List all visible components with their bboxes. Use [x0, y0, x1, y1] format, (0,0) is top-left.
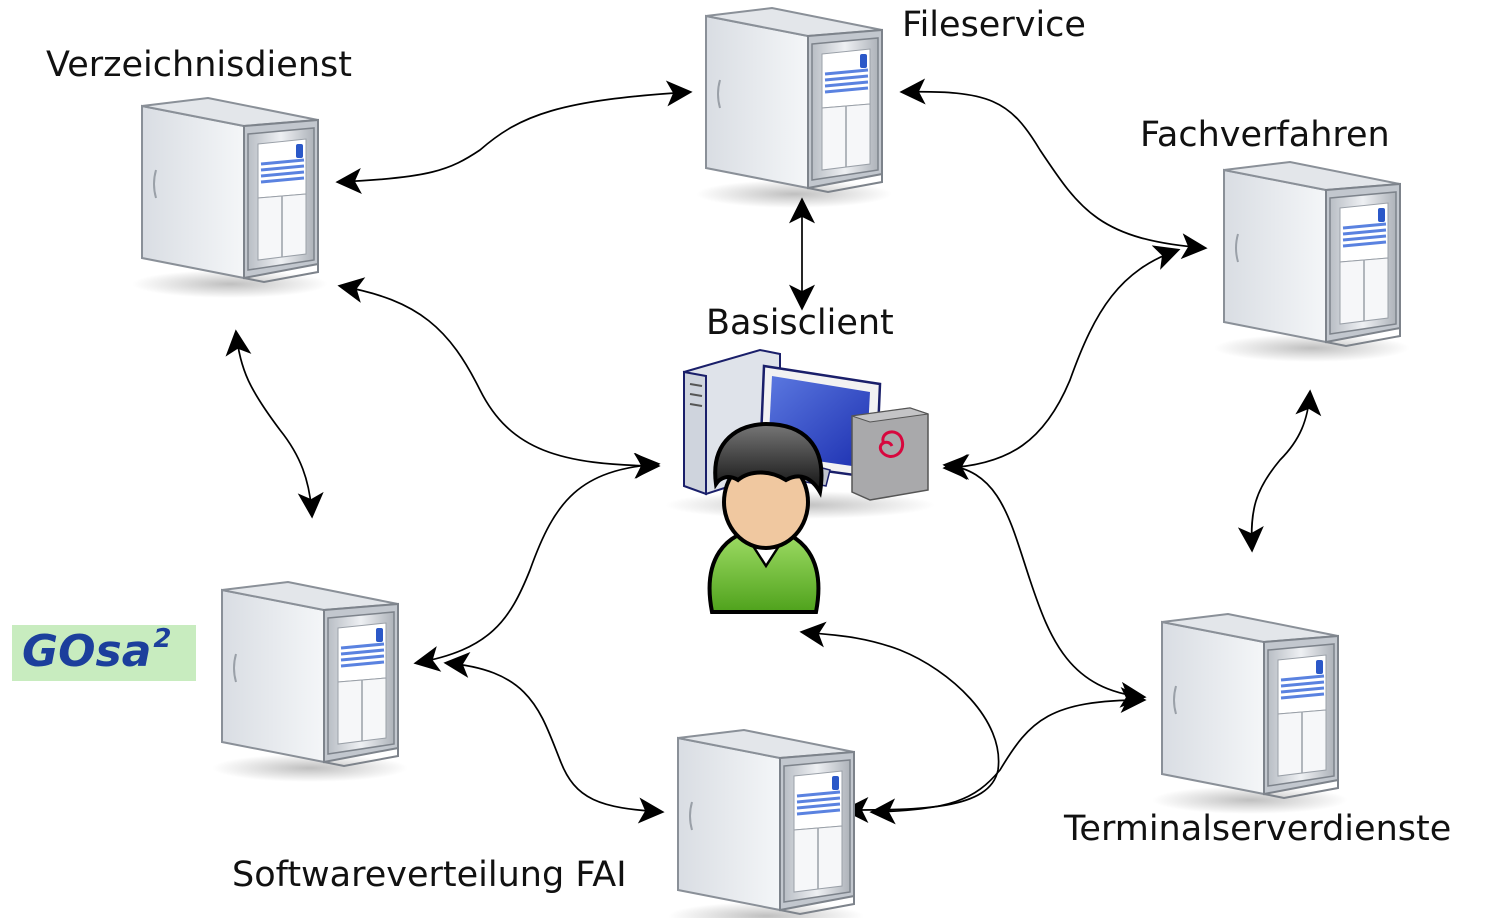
edge-gosa-basisclient — [413, 452, 661, 672]
server-verzeichnisdienst — [130, 96, 330, 300]
edge-verzeichnisdienst-fileservice — [335, 80, 693, 194]
gosa-logo-text: GOsa — [22, 626, 152, 677]
edge-verzeichnisdienst-basisclient — [337, 277, 661, 479]
gosa-logo: GOsa2 — [22, 626, 172, 674]
label-verzeichnisdienst: Verzeichnisdienst — [46, 45, 352, 85]
gosa-logo-background — [12, 625, 196, 681]
gosa-logo-superscript: 2 — [153, 624, 172, 654]
label-terminalserverdienste: Terminalserverdienste — [1064, 809, 1452, 849]
edge-basisclient-terminal — [942, 454, 1147, 708]
connections — [225, 78, 1322, 825]
edge-fileservice-fachverfahren — [899, 78, 1208, 260]
label-fileservice: Fileservice — [902, 5, 1086, 45]
edge-fachverfahren-terminal — [1237, 389, 1322, 553]
server-terminalserverdienste — [1150, 612, 1350, 816]
edge-verzeichnisdienst-gosa — [225, 329, 324, 519]
server-gosa — [210, 580, 410, 784]
edge-software-terminal — [869, 687, 1147, 825]
label-softwareverteilung: Softwareverteilung FAI — [232, 855, 627, 895]
user-workstation-icon — [665, 348, 935, 614]
label-fachverfahren: Fachverfahren — [1140, 115, 1390, 155]
edge-software-basisclient — [799, 621, 1000, 823]
server-fileservice — [694, 6, 894, 210]
label-basisclient: Basisclient — [706, 303, 894, 343]
server-softwareverteilung — [666, 728, 866, 918]
edge-gosa-software — [443, 651, 665, 824]
edge-fachverfahren-basisclient — [942, 245, 1181, 480]
server-fachverfahren — [1212, 160, 1412, 364]
